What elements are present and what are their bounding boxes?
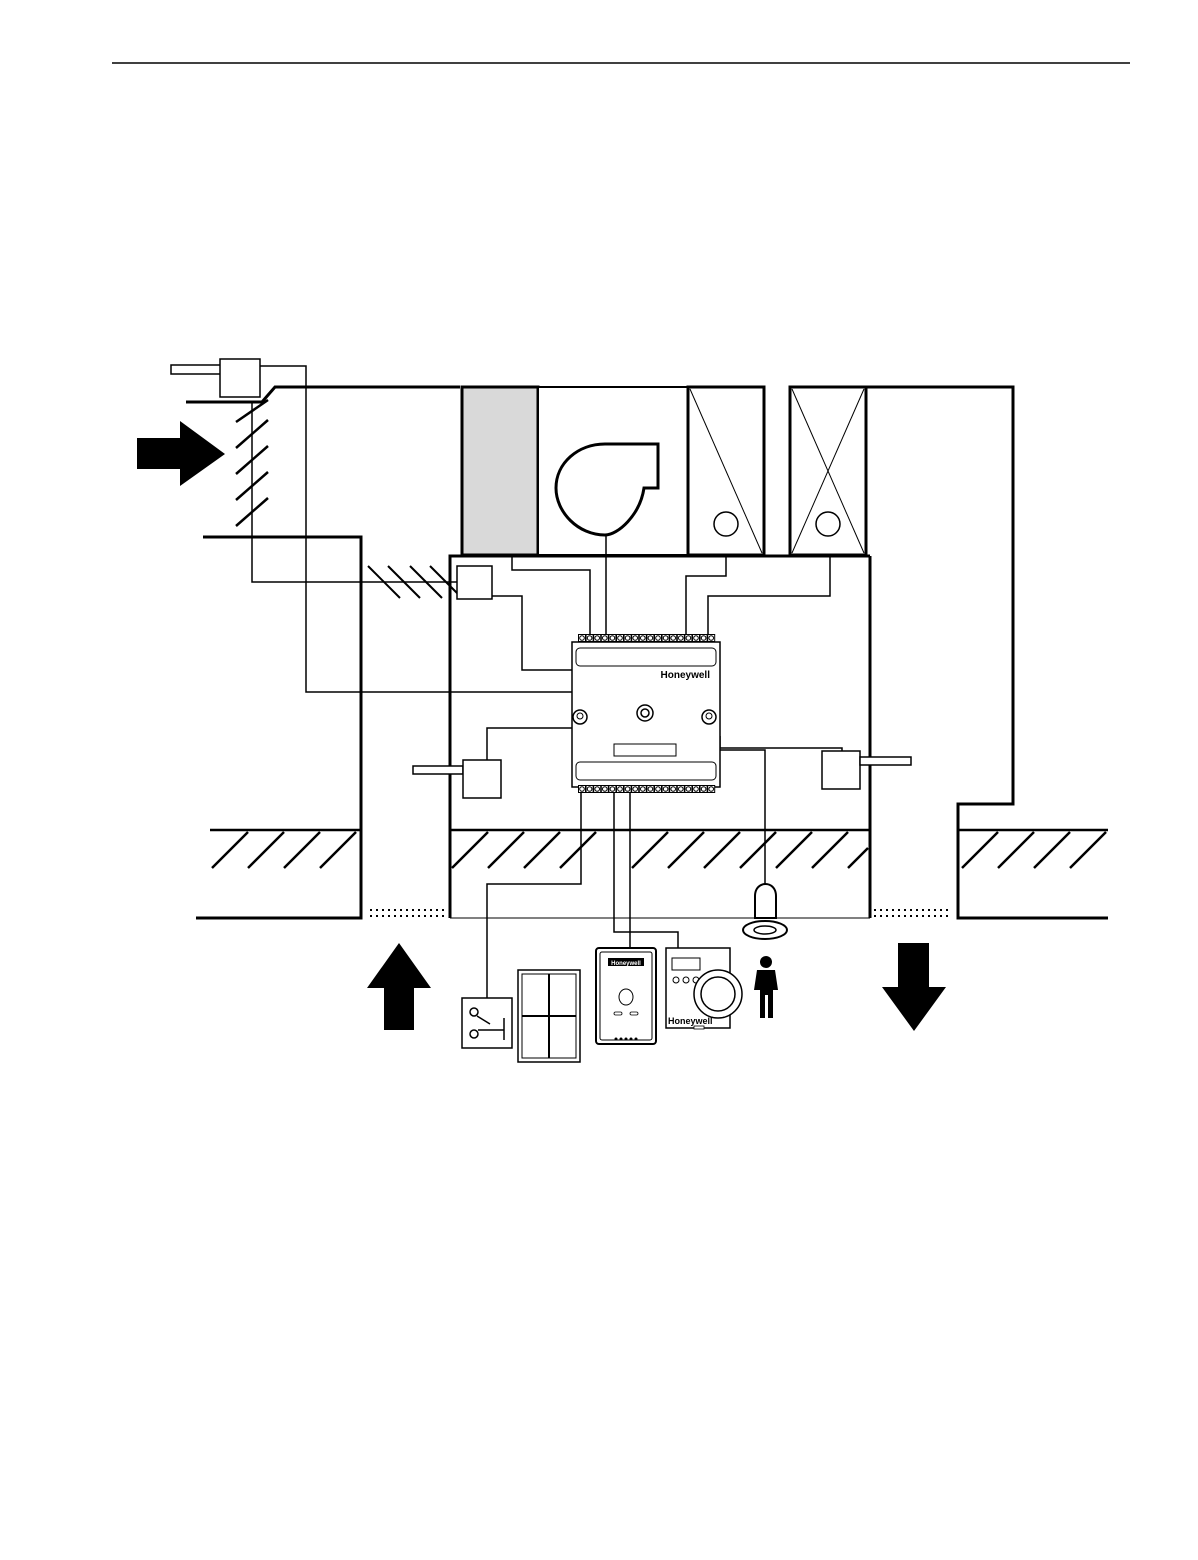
bottom-terminal-screw: [580, 787, 585, 792]
bottom-terminal-strip: [576, 762, 716, 780]
controller-brand-label: Honeywell: [661, 670, 711, 681]
bottom-terminal-screw: [641, 787, 646, 792]
outdoor-air-arrow-icon: [137, 421, 225, 486]
occupancy-sensor-icon: [743, 884, 787, 939]
top-terminal-screw: [587, 636, 592, 641]
bottom-terminal-screw: [656, 787, 661, 792]
top-terminal-block: [579, 635, 715, 642]
top-terminal-screw: [671, 636, 676, 641]
controller: Honeywell: [572, 635, 720, 793]
return-grille: [370, 910, 448, 916]
ahu-top-to-return: [866, 387, 1108, 918]
cooling-coil: [790, 387, 866, 555]
return-air-arrow-icon: [367, 943, 431, 1030]
wall-module-brand-label: Honeywell: [611, 961, 641, 967]
wall-module: Honeywell: [596, 948, 656, 1044]
top-terminal-screw: [610, 636, 615, 641]
bottom-terminal-screw: [663, 787, 668, 792]
bottom-terminal-screw: [671, 787, 676, 792]
bottom-terminal-screw: [587, 787, 592, 792]
top-terminal-screw: [618, 636, 623, 641]
heating-coil: [688, 387, 764, 555]
bottom-terminal-screw: [595, 787, 600, 792]
controller-label-plate: [614, 744, 676, 756]
bottom-terminal-screw: [648, 787, 653, 792]
top-terminal-screw: [656, 636, 661, 641]
filter: [462, 387, 538, 555]
discharge-air-sensor: [822, 751, 911, 789]
bottom-terminal-screw: [679, 787, 684, 792]
occupant-icon: [754, 956, 778, 1018]
top-terminal-screw: [633, 636, 638, 641]
top-terminal-screw: [663, 636, 668, 641]
supply-grille: [874, 910, 952, 916]
outdoor-air-sensor: [171, 359, 260, 397]
fan-section: [538, 387, 688, 555]
top-terminal-screw: [709, 636, 714, 641]
bottom-terminal-block: [579, 786, 715, 793]
top-terminal-screw: [648, 636, 653, 641]
window-icon: [518, 970, 580, 1062]
top-terminal-screw: [603, 636, 608, 641]
top-terminal-screw: [694, 636, 699, 641]
mixed-air-sensor: [457, 566, 492, 599]
window-contact-icon: [462, 998, 512, 1048]
top-terminal-screw: [595, 636, 600, 641]
bottom-terminal-screw: [618, 787, 623, 792]
bottom-terminal-screw: [709, 787, 714, 792]
top-terminal-screw: [625, 636, 630, 641]
top-terminal-screw: [580, 636, 585, 641]
led-indicator: [637, 705, 653, 721]
bottom-terminal-screw: [625, 787, 630, 792]
top-terminal-screw: [641, 636, 646, 641]
bottom-terminal-screw: [603, 787, 608, 792]
top-terminal-screw: [701, 636, 706, 641]
room-temperature-sensor: [413, 760, 501, 798]
bottom-terminal-screw: [633, 787, 638, 792]
mounting-hole-left: [573, 710, 587, 724]
supply-air-arrow-icon: [882, 943, 946, 1031]
bottom-terminal-screw: [701, 787, 706, 792]
top-terminal-screw: [686, 636, 691, 641]
bottom-terminal-screw: [610, 787, 615, 792]
ceiling-slabs: [210, 830, 1108, 868]
mounting-hole-right: [702, 710, 716, 724]
bottom-terminal-screw: [694, 787, 699, 792]
thermostat-brand-label: Honeywell: [668, 1016, 713, 1026]
top-terminal-strip: [576, 648, 716, 666]
room-unit: Honeywell: [666, 948, 742, 1029]
top-terminal-screw: [679, 636, 684, 641]
bottom-terminal-screw: [686, 787, 691, 792]
